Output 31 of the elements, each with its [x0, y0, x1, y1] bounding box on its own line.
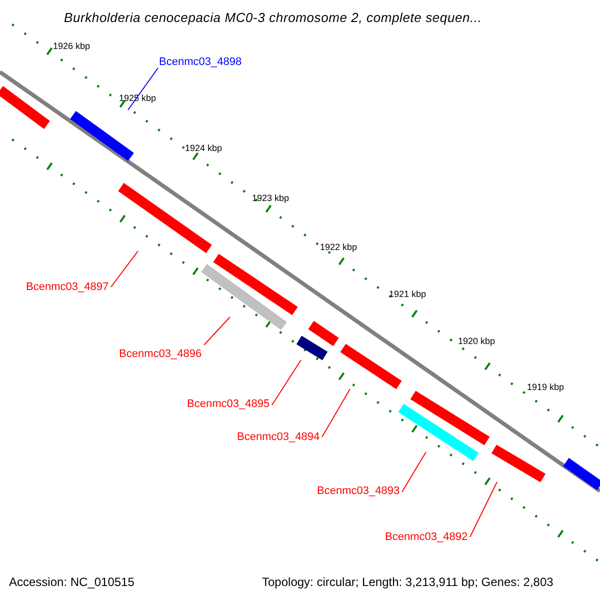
leader-line — [470, 482, 498, 538]
gene-bar — [70, 110, 134, 162]
leader-line — [204, 316, 230, 346]
gene-bar — [340, 344, 402, 390]
gene-label: Bcenmc03_4893 — [317, 486, 400, 497]
gene-bar — [118, 182, 212, 254]
gene-label: Bcenmc03_4895 — [187, 399, 270, 410]
accession-text: Accession: NC_010515 — [9, 576, 134, 588]
gene-label: Bcenmc03_4894 — [237, 432, 320, 443]
leader-line — [128, 68, 158, 110]
leader-line — [110, 250, 138, 288]
tick-label: 1920 kbp — [458, 337, 496, 346]
tick-label: 1924 kbp — [185, 144, 222, 153]
gene-label: Bcenmc03_4898 — [159, 57, 242, 68]
tick-label: 1922 kbp — [320, 243, 358, 252]
gene-bar — [296, 336, 328, 360]
leader-line — [322, 388, 350, 438]
chart-title: Burkholderia cenocepacia MC0-3 chromosome 2, complete sequen... — [64, 11, 482, 24]
tick-label: 1923 kbp — [252, 194, 290, 203]
tick-label: 1926 kbp — [53, 42, 90, 51]
tick-label: 1921 kbp — [389, 290, 426, 299]
gene-bar — [201, 264, 287, 330]
leader-line — [272, 360, 302, 406]
genome-summary-text: Topology: circular; Length: 3,213,911 bp; Genes: 2,803 — [262, 576, 554, 588]
gene-bar — [491, 444, 546, 482]
gene-label: Bcenmc03_4892 — [385, 532, 468, 543]
gene-bar — [398, 404, 479, 462]
leader-line — [402, 452, 426, 492]
tick-label: 1919 kbp — [527, 383, 564, 392]
gene-label: Bcenmc03_4896 — [119, 349, 202, 360]
gene-label: Bcenmc03_4897 — [26, 282, 109, 293]
